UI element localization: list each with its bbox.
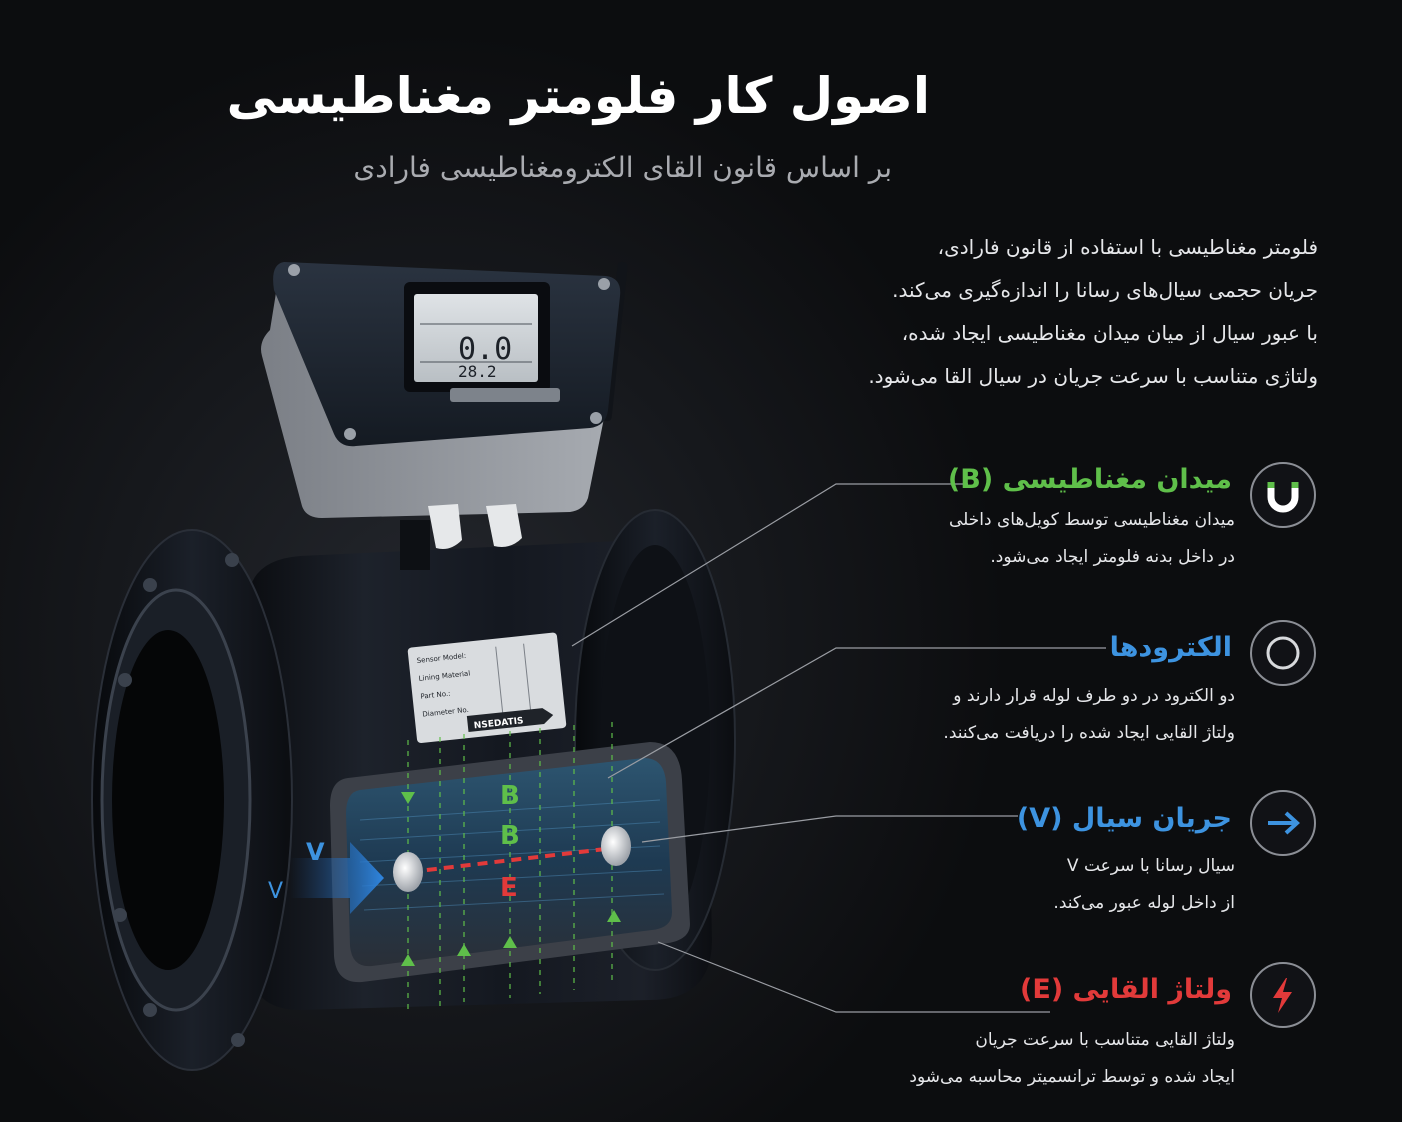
field-arrowhead (401, 792, 415, 804)
flow-arrow (290, 842, 384, 914)
magnet-icon (1267, 482, 1299, 513)
induced-voltage-line (409, 846, 615, 874)
flange-bolt (143, 1003, 157, 1017)
feature-desc-line: در داخل بدنه فلومتر ایجاد می‌شود. (990, 547, 1235, 567)
page-subtitle: بر اساس قانون القای الکترومغناطیسی فاراد… (353, 151, 892, 184)
electrode-right (601, 826, 631, 866)
feature-title-magnetic-field: میدان مغناطیسی (B) (947, 464, 1232, 495)
pipe-bore (112, 630, 224, 970)
flange-bolt (113, 908, 127, 922)
field-arrowhead (401, 954, 415, 966)
feature-title-induced-voltage: ولتاژ القایی (E) (1020, 974, 1232, 1005)
feature-icon-magnetic-field (1250, 462, 1316, 528)
velocity-label: V (268, 879, 283, 904)
field-arrowhead (607, 910, 621, 922)
field-arrowhead (503, 936, 517, 948)
velocity-label: V (306, 838, 325, 866)
leader-line-voltage (657, 941, 1050, 1013)
page-title: اصول کار فلومتر مغناطیسی (226, 67, 930, 125)
meter-neck (400, 520, 430, 570)
intro-paragraph: فلومتر مغناطیسی با استفاده از قانون فارا… (820, 226, 1318, 398)
feature-desc-line: میدان مغناطیسی توسط کویل‌های داخلی (948, 510, 1235, 530)
display-reading-sub: 28.2 (458, 362, 497, 381)
feature-icon-fluid-flow (1250, 790, 1316, 856)
feature-desc-fluid-flow: سیال رسانا با سرعت V از داخل لوله عبور م… (860, 848, 1235, 922)
feature-desc-electrodes: دو الکترود در دو طرف لوله قرار دارند و و… (860, 678, 1235, 752)
cable-glands (428, 504, 522, 549)
feature-desc-line: از داخل لوله عبور می‌کند. (1053, 893, 1235, 913)
display-label-plate (450, 388, 560, 402)
nameplate: Sensor Model: Lining Material Part No.: … (407, 632, 567, 743)
cover-screw (590, 412, 602, 424)
intro-line: جریان حجمی سیال‌های رسانا را اندازه‌گیری… (892, 278, 1318, 302)
intro-line: ولتاژی متناسب با سرعت جریان در سیال القا… (868, 364, 1318, 388)
voltage-label: E (500, 873, 518, 903)
intro-line: با عبور سیال از میان میدان مغناطیسی ایجا… (901, 321, 1318, 345)
intro-line: فلومتر مغناطیسی با استفاده از قانون فارا… (937, 235, 1318, 259)
ring-icon (1266, 636, 1300, 670)
feature-desc-line: سیال رسانا با سرعت V (1066, 856, 1235, 876)
lcd-screen (414, 294, 538, 382)
flange-bolt (143, 578, 157, 592)
feature-desc-line: ولتاژ القایی ایجاد شده را دریافت می‌کنند… (943, 723, 1235, 743)
leader-line-magnetic (571, 483, 968, 647)
feature-title-fluid-flow: جریان سیال (V) (1016, 803, 1232, 834)
feature-desc-line: ولتاژ القایی متناسب با سرعت جریان (975, 1030, 1235, 1050)
feature-title-electrodes: الکترودها (1109, 632, 1232, 663)
leader-line-electrodes (607, 647, 1106, 779)
flange-bolt (225, 553, 239, 567)
feature-desc-magnetic-field: میدان مغناطیسی توسط کویل‌های داخلی در دا… (860, 502, 1235, 576)
nameplate-row: Part No.: (420, 690, 451, 701)
feature-icon-electrodes (1250, 620, 1316, 686)
cover-screw (344, 428, 356, 440)
field-arrowhead (457, 944, 471, 956)
magnetic-field-label: B (500, 781, 520, 811)
feature-desc-induced-voltage: ولتاژ القایی متناسب با سرعت جریان ایجاد … (860, 1022, 1235, 1096)
display-reading-main: 0.0 (458, 332, 512, 367)
arrow-right-icon (1268, 811, 1300, 835)
feature-icon-induced-voltage (1250, 962, 1316, 1028)
flange-bolt (231, 1033, 245, 1047)
magnetic-field-label: B (500, 821, 520, 851)
leader-line-flow (641, 815, 1018, 843)
flange-bolt (118, 673, 132, 687)
feature-desc-line: ایجاد شده و توسط ترانسمیتر محاسبه می‌شود (909, 1067, 1235, 1087)
feature-desc-line: دو الکترود در دو طرف لوله قرار دارند و (953, 686, 1235, 706)
cover-screw (598, 278, 610, 290)
cutaway-interior (346, 758, 672, 967)
lightning-icon (1273, 978, 1292, 1013)
electrode-left (393, 852, 423, 892)
cover-screw (288, 264, 300, 276)
